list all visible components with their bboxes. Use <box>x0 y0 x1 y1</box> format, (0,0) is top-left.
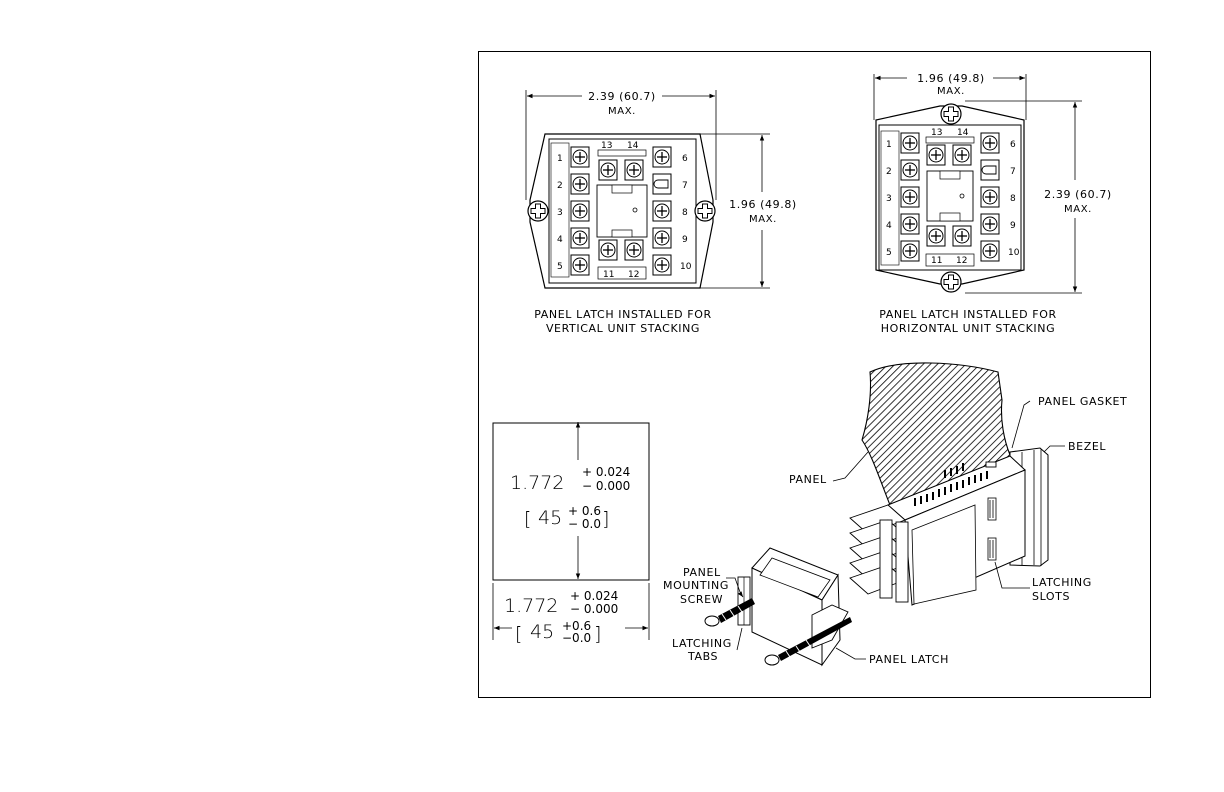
svg-text:13: 13 <box>931 128 942 138</box>
callout-latching-slots-2: SLOTS <box>1032 590 1070 603</box>
cutout-tol-plus: + 0.024 <box>582 465 630 479</box>
svg-text:2: 2 <box>557 181 563 191</box>
callout-panel-mounting-1: PANEL <box>683 566 721 579</box>
tl-caption-line2: VERTICAL UNIT STACKING <box>546 322 700 335</box>
tr-height-dim: 2.39 (60.7) <box>1044 188 1112 201</box>
tl-latch-screw-left-icon <box>527 200 549 222</box>
tl-right-terminals: 6 7 8 9 10 <box>652 146 692 276</box>
tl-caption-line1: PANEL LATCH INSTALLED FOR <box>534 308 711 321</box>
cutout-metric: 45 <box>538 507 562 529</box>
svg-text:13: 13 <box>601 141 612 151</box>
tr-right-terminals: 6 7 8 9 10 <box>980 132 1020 262</box>
svg-text:6: 6 <box>1010 140 1016 150</box>
tl-width-dim: 2.39 (60.7) <box>588 90 656 103</box>
tr-width-max: MAX. <box>937 86 965 97</box>
svg-text:1: 1 <box>886 140 892 150</box>
cutout-metric-plus: + 0.6 <box>568 504 601 518</box>
svg-text:4: 4 <box>557 235 563 245</box>
cutout-metric-minus: − 0.0 <box>568 517 601 531</box>
tl-height-dim: 1.96 (49.8) <box>729 198 797 211</box>
svg-text:]: ] <box>594 623 601 645</box>
callout-latching-slots-1: LATCHING <box>1032 576 1092 589</box>
tl-top-terminals: 13 14 <box>597 141 647 181</box>
tr-caption-line1: PANEL LATCH INSTALLED FOR <box>879 308 1056 321</box>
mounting-screw-lower <box>764 617 852 666</box>
callout-bezel: BEZEL <box>1068 440 1106 453</box>
svg-text:10: 10 <box>1008 248 1020 258</box>
callout-latching-tabs-2: TABS <box>687 650 718 663</box>
top-left-unit: 2.39 (60.7) MAX. 1.96 (49.8) MAX. 1 2 3 … <box>525 90 797 335</box>
svg-text:8: 8 <box>1010 194 1016 204</box>
svg-text:9: 9 <box>1010 221 1016 231</box>
svg-text:1: 1 <box>557 154 563 164</box>
cutout-bottom-tol-plus: + 0.024 <box>570 589 618 603</box>
cutout-bottom-dim: 1.772 <box>504 595 558 617</box>
tr-bottom-terminals: 11 12 <box>925 225 975 267</box>
svg-text:4: 4 <box>886 221 892 231</box>
top-right-unit: 1.96 (49.8) MAX. 2.39 (60.7) MAX. 1 2 3 … <box>873 72 1112 335</box>
svg-text:[: [ <box>524 508 531 530</box>
svg-text:10: 10 <box>680 262 692 272</box>
svg-text:12: 12 <box>956 256 967 266</box>
svg-text:5: 5 <box>557 262 563 272</box>
tr-left-terminals: 1 2 3 4 5 <box>880 130 920 266</box>
cutout-tol-minus: − 0.000 <box>582 479 630 493</box>
svg-text:6: 6 <box>682 154 688 164</box>
svg-text:7: 7 <box>682 181 688 191</box>
svg-text:8: 8 <box>682 208 688 218</box>
callout-panel-latch: PANEL LATCH <box>869 653 949 666</box>
cutout-bottom-metric: 45 <box>530 621 554 643</box>
tr-caption-line2: HORIZONTAL UNIT STACKING <box>881 322 1055 335</box>
svg-text:]: ] <box>602 508 609 530</box>
exploded-assembly: PANEL GASKET BEZEL PANEL LATCHING SLOTS … <box>663 362 1127 667</box>
svg-text:12: 12 <box>628 270 639 280</box>
svg-text:14: 14 <box>957 128 969 138</box>
drawing-frame <box>478 51 1151 698</box>
tl-width-max: MAX. <box>608 106 636 117</box>
tl-latch-screw-right-icon <box>694 200 716 222</box>
tl-height-max: MAX. <box>749 214 777 225</box>
callout-panel-mounting-2: MOUNTING <box>663 579 729 592</box>
tl-left-terminals: 1 2 3 4 5 <box>550 142 590 278</box>
svg-text:2: 2 <box>886 167 892 177</box>
svg-text:11: 11 <box>931 256 942 266</box>
svg-text:3: 3 <box>557 208 563 218</box>
svg-text:7: 7 <box>1010 167 1016 177</box>
cutout-bottom-metric-plus: +0.6 <box>562 619 591 633</box>
svg-text:3: 3 <box>886 194 892 204</box>
panel-cutout: 1.772 + 0.024 − 0.000 [ 45 + 0.6 − 0.0 ]… <box>492 422 650 645</box>
tr-top-terminals: 13 14 <box>925 128 975 166</box>
callout-panel: PANEL <box>789 473 827 486</box>
cutout-dim: 1.772 <box>510 472 564 494</box>
callout-panel-mounting-3: SCREW <box>680 593 723 606</box>
svg-text:[: [ <box>515 623 522 645</box>
tr-latch-screw-top-icon <box>940 103 962 125</box>
callout-panel-gasket: PANEL GASKET <box>1038 395 1127 408</box>
tr-width-dim: 1.96 (49.8) <box>917 72 985 85</box>
cutout-bottom-tol-minus: − 0.000 <box>570 602 618 616</box>
svg-text:11: 11 <box>603 270 614 280</box>
tl-bottom-terminals: 11 12 <box>597 239 647 280</box>
callout-latching-tabs-1: LATCHING <box>672 637 732 650</box>
svg-text:9: 9 <box>682 235 688 245</box>
tr-latch-screw-bottom-icon <box>940 271 962 293</box>
mounting-screw-upper <box>704 598 755 627</box>
cutout-bottom-metric-minus: −0.0 <box>562 631 591 645</box>
svg-text:5: 5 <box>886 248 892 258</box>
svg-text:14: 14 <box>627 141 639 151</box>
tr-height-max: MAX. <box>1064 204 1092 215</box>
